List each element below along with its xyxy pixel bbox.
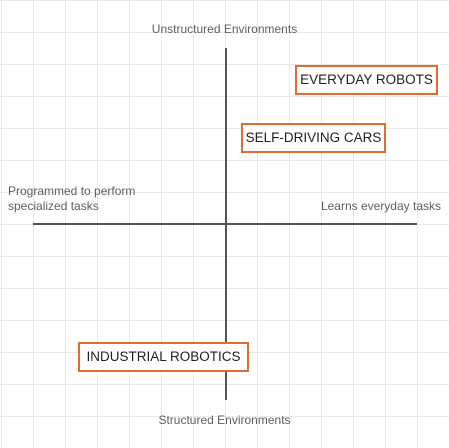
axis-label-right: Learns everyday tasks [320,199,441,213]
self-driving-cars-box: SELF-DRIVING CARS [241,123,386,153]
axis-label-left: Programmed to perform specialized tasks [8,184,136,213]
axis-label-bottom: Structured Environments [158,413,291,427]
vertical-axis [225,48,227,400]
axis-label-top: Unstructured Environments [151,22,298,36]
industrial-robotics-box: INDUSTRIAL ROBOTICS [78,342,249,372]
everyday-robots-box: EVERYDAY ROBOTS [295,65,438,95]
